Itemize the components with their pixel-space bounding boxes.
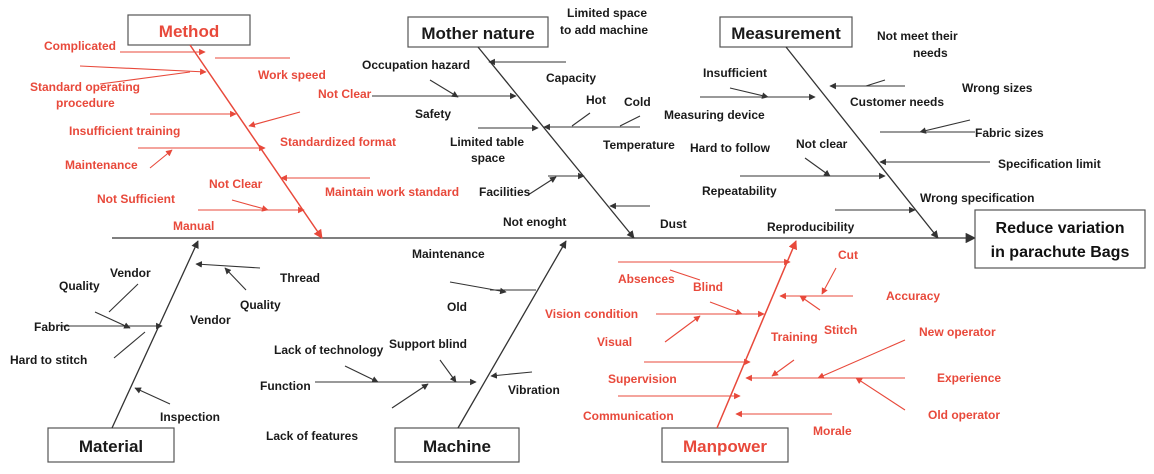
bone-measurement: [785, 46, 939, 239]
label-sop-1: Standard operating: [30, 80, 140, 94]
label-not-clear-method-2: Not Clear: [209, 177, 263, 191]
label-function: Function: [260, 379, 311, 393]
label-limited-space-1: Limited space: [567, 6, 647, 20]
label-experience: Experience: [937, 371, 1001, 385]
label-old: Old: [447, 300, 467, 314]
label-visual: Visual: [597, 335, 632, 349]
label-vibration: Vibration: [508, 383, 560, 397]
label-insufficient: Insufficient: [703, 66, 767, 80]
label-maintenance-machine: Maintenance: [412, 247, 485, 261]
label-sop-2: procedure: [56, 96, 115, 110]
label-safety: Safety: [415, 107, 451, 121]
label-hard-to-stitch: Hard to stitch: [10, 353, 87, 367]
category-method: Method: [127, 14, 251, 46]
category-measurement-label: Measurement: [731, 24, 841, 43]
label-quality-mat-2: Quality: [240, 298, 281, 312]
machine-arrows: [315, 281, 536, 409]
label-absences: Absences: [618, 272, 675, 286]
label-limited-table-2: space: [471, 151, 505, 165]
label-measuring-device: Measuring device: [664, 108, 765, 122]
label-hard-to-follow: Hard to follow: [690, 141, 771, 155]
label-not-sufficient: Not Sufficient: [97, 192, 175, 206]
label-limited-table-1: Limited table: [450, 135, 524, 149]
label-limited-space-2: to add machine: [560, 23, 648, 37]
label-vendor-mat-1: Vendor: [110, 266, 151, 280]
label-communication: Communication: [583, 409, 674, 423]
label-inspection: Inspection: [160, 410, 220, 424]
label-manual: Manual: [173, 219, 214, 233]
label-maintenance-method: Maintenance: [65, 158, 138, 172]
label-old-operator: Old operator: [928, 408, 1000, 422]
label-fabric: Fabric: [34, 320, 70, 334]
label-repeatability: Repeatability: [702, 184, 777, 198]
label-wrong-specification: Wrong specification: [920, 191, 1034, 205]
label-insufficient-training: Insufficient training: [69, 124, 180, 138]
label-specification-limit: Specification limit: [998, 157, 1101, 171]
label-cold: Cold: [624, 95, 651, 109]
label-thread: Thread: [280, 271, 320, 285]
effect-box: Reduce variation in parachute Bags: [974, 209, 1146, 269]
label-not-clear-method-1: Not Clear: [318, 87, 372, 101]
category-mother-nature: Mother nature: [407, 16, 549, 48]
label-lack-of-features: Lack of features: [266, 429, 358, 443]
label-not-meet-2: needs: [913, 46, 948, 60]
label-dust: Dust: [660, 217, 687, 231]
label-wrong-sizes: Wrong sizes: [962, 81, 1033, 95]
label-complicated: Complicated: [44, 39, 116, 53]
bone-machine: [457, 240, 567, 429]
category-machine: Machine: [394, 427, 520, 463]
label-occupation-hazard: Occupation hazard: [362, 58, 470, 72]
category-method-label: Method: [159, 22, 219, 41]
measurement-arrows: [700, 79, 990, 214]
effect-line-1: Reduce variation: [996, 220, 1125, 237]
label-morale: Morale: [813, 424, 852, 438]
label-training: Training: [771, 330, 818, 344]
label-cut: Cut: [838, 248, 858, 262]
category-machine-label: Machine: [423, 437, 491, 456]
label-temperature: Temperature: [603, 138, 675, 152]
mother-nature-arrows: [372, 58, 650, 210]
label-support-blind: Support blind: [389, 337, 467, 351]
label-new-operator: New operator: [919, 325, 996, 339]
label-supervision: Supervision: [608, 372, 677, 386]
bone-method: [189, 44, 323, 239]
label-stitch: Stitch: [824, 323, 857, 337]
label-blind: Blind: [693, 280, 723, 294]
bone-material: [111, 240, 199, 429]
label-not-enough: Not enoght: [503, 215, 566, 229]
category-material: Material: [47, 427, 175, 463]
manpower-arrows: [618, 258, 906, 418]
category-measurement: Measurement: [719, 16, 853, 48]
label-reproducibility: Reproducibility: [767, 220, 855, 234]
bone-mother-nature: [477, 46, 635, 239]
category-mother-nature-label: Mother nature: [421, 24, 534, 43]
label-not-clear-meas: Not clear: [796, 137, 848, 151]
label-capacity: Capacity: [546, 71, 596, 85]
label-fabric-sizes: Fabric sizes: [975, 126, 1044, 140]
label-maintain-work-standard: Maintain work standard: [325, 185, 459, 199]
label-vision-condition: Vision condition: [545, 307, 638, 321]
material-arrows: [60, 261, 261, 405]
label-vendor-mat-2: Vendor: [190, 313, 231, 327]
label-work-speed: Work speed: [258, 68, 326, 82]
category-manpower: Manpower: [661, 427, 789, 463]
label-lack-of-technology: Lack of technology: [274, 343, 384, 357]
label-accuracy: Accuracy: [886, 289, 940, 303]
label-customer-needs: Customer needs: [850, 95, 944, 109]
category-material-label: Material: [79, 437, 143, 456]
label-quality-mat-1: Quality: [59, 279, 100, 293]
method-arrows: [79, 48, 370, 214]
label-facilities: Facilities: [479, 185, 531, 199]
bone-manpower: [716, 240, 797, 429]
label-not-meet-1: Not meet their: [877, 29, 958, 43]
label-standardized-format: Standardized format: [280, 135, 396, 149]
label-hot: Hot: [586, 93, 606, 107]
category-manpower-label: Manpower: [683, 437, 767, 456]
effect-line-2: in parachute Bags: [991, 244, 1130, 261]
